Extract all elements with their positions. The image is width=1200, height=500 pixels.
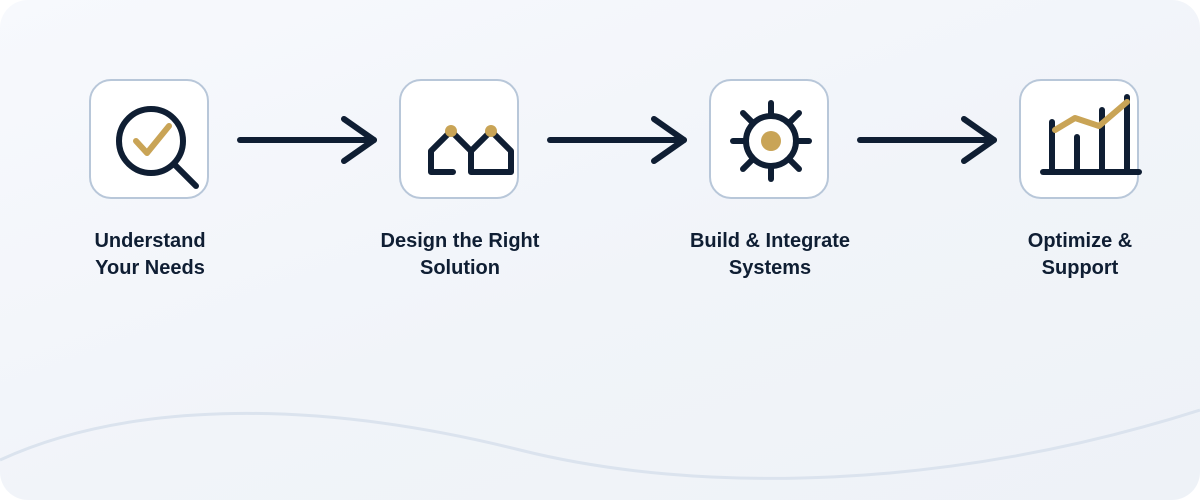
- arrow-2-icon: [547, 116, 687, 164]
- step-1-label-line-2: Your Needs: [95, 257, 205, 279]
- step-3-label-line-2: Systems: [728, 257, 812, 279]
- step-3-label: Build & Integrate Systems: [670, 228, 870, 282]
- step-4-tile: [1019, 79, 1142, 199]
- step-4-label: Optimize & Support: [980, 228, 1180, 282]
- growth-chart-icon: [1040, 94, 1142, 175]
- step-1-label: Understand Your Needs: [50, 228, 250, 282]
- gear-icon: [730, 100, 812, 182]
- arrow-1-icon: [237, 116, 377, 164]
- twin-house-icon: [428, 125, 514, 175]
- step-1-label-line-1: Understand: [94, 230, 206, 252]
- step-3-label-line-1: Build & Integrate: [689, 230, 850, 252]
- step-4-label-line-1: Optimize &: [1027, 230, 1133, 252]
- arrow-3-icon: [857, 116, 997, 164]
- step-3-tile: [709, 79, 829, 199]
- step-1-tile: [89, 79, 209, 199]
- step-2-label-line-1: Design the Right: [380, 230, 540, 252]
- step-2-label-line-2: Solution: [420, 257, 500, 279]
- magnifier-check-icon: [116, 106, 199, 189]
- step-4-label-line-2: Support: [1041, 257, 1119, 279]
- step-2-label: Design the Right Solution: [360, 228, 560, 282]
- step-2-tile: [399, 79, 519, 199]
